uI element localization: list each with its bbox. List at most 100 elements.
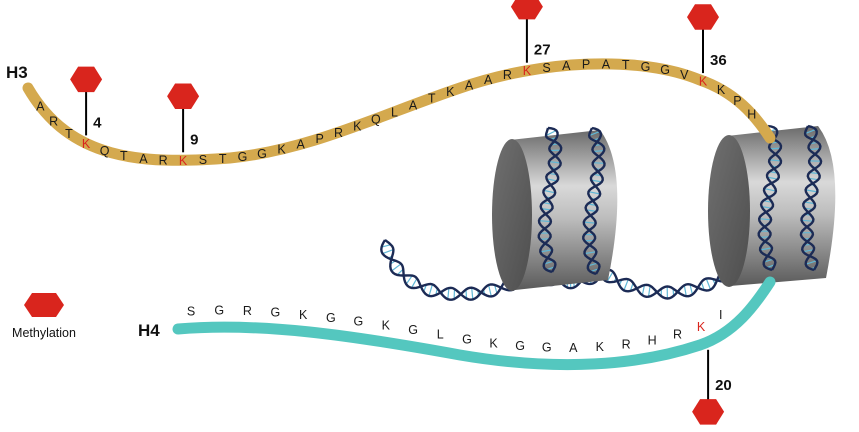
dna-base-pair [769,159,782,162]
dna-base-pair [587,262,599,267]
h4-residue: R [673,328,682,342]
nucleosome-right-face [708,135,750,287]
hexagon-icon [70,66,103,93]
hexagon-icon [687,4,719,30]
h3-residue: A [36,100,45,114]
dna-wrap-1 [537,126,563,274]
linker-dna [380,239,737,301]
h4-tail [172,276,776,371]
dna-base-pair [591,179,602,183]
h4-residue: H [648,333,657,347]
h3-residue: T [120,149,128,163]
h3-residue: A [297,138,306,152]
dna-base-pair [541,208,552,211]
dna-base-pair [805,260,818,265]
h4-residue: R [243,304,252,318]
hexagon-icon [24,293,64,317]
h3-residue: A [139,152,148,166]
h3-residue: G [660,63,670,77]
dna-base-pair [683,285,687,297]
h3-residue: Q [100,144,110,158]
h3-residue: K [277,143,286,157]
dna-base-pair [805,189,818,193]
dna-base-pair [410,278,418,289]
dna-base-pair [447,287,450,300]
h3-site-label: 36 [710,52,727,69]
dna-base-pair [381,244,391,248]
h3-residue: A [562,59,571,73]
wrapped-dna [537,124,823,276]
dna-base-pair [809,147,821,151]
h3-residue: G [238,150,248,164]
h4-residue: G [515,339,525,353]
legend-label: Methylation [12,326,76,340]
h4-residue: G [542,341,552,355]
h3-residue: L [391,105,398,119]
dna-strand [384,239,522,301]
dna-base-pair [382,249,394,255]
dna-base-pair [759,247,773,251]
dna-strand [757,124,783,272]
hexagon-icon [167,83,200,109]
dna-base-pair [545,129,557,137]
h4-residue: I [719,308,722,322]
dna-base-pair [391,263,402,272]
h4-residue: K [382,319,391,333]
dna-base-pair [546,178,558,182]
dna-base-pair [804,201,815,205]
dna-base-pair [759,218,772,221]
h3-residue: A [602,57,611,71]
dna-base-pair [583,221,596,224]
dna-base-pair [802,249,815,253]
hexagon-icon [510,0,543,20]
h3-residue: G [641,60,651,74]
h3-residue: K [717,83,726,97]
h3-residue: S [199,153,207,167]
dna-base-pair [428,284,433,297]
nucleosome-right [708,126,836,287]
h4-residue: G [214,304,224,318]
dna-base-pair [543,260,554,265]
h4-residue: G [354,315,364,329]
h3-residue-modified: K [699,75,708,89]
dna-wrap-3 [757,124,783,272]
dna-base-pair [804,128,817,135]
h3-residue: T [219,152,227,166]
h3-residue: R [503,68,512,82]
dna-base-pair [471,287,474,300]
dna-base-pair [763,258,774,263]
h3-residue: T [65,127,73,141]
h3-residue: S [542,61,550,75]
h4-residue: L [437,328,444,342]
h3-tail [22,58,776,166]
legend: Methylation [12,293,76,340]
dna-base-pair [592,162,605,164]
nucleosome-left [492,130,618,291]
h3-residue: A [409,98,418,112]
dna-strand [599,267,736,300]
dna-base-pair [769,147,781,150]
dna-left-end [380,239,522,301]
h3-site-label: 4 [93,114,102,131]
dna-base-pair [488,284,492,297]
dna-strand [598,269,737,299]
h4-residue: R [622,338,631,352]
h3-residue: Q [371,112,381,126]
dna-wrap-4 [799,124,823,272]
h3-methyl-mark: 4 [70,66,103,136]
dna-base-pair [540,249,553,253]
h4-residue: S [187,305,195,319]
h4-methyl-mark: 20 [692,349,732,425]
h3-residue-modified: K [523,64,532,78]
h4-residue: G [408,323,418,337]
h4-residue: G [326,311,336,325]
dna-strand [799,124,823,272]
nucleosome-left-body [510,130,618,290]
dna-base-pair [588,191,601,195]
h3-residue: T [428,92,436,106]
h3-residue: A [465,78,474,92]
h3-residue: R [159,154,168,168]
dna-base-pair [689,284,693,295]
h4-label: H4 [138,321,160,340]
